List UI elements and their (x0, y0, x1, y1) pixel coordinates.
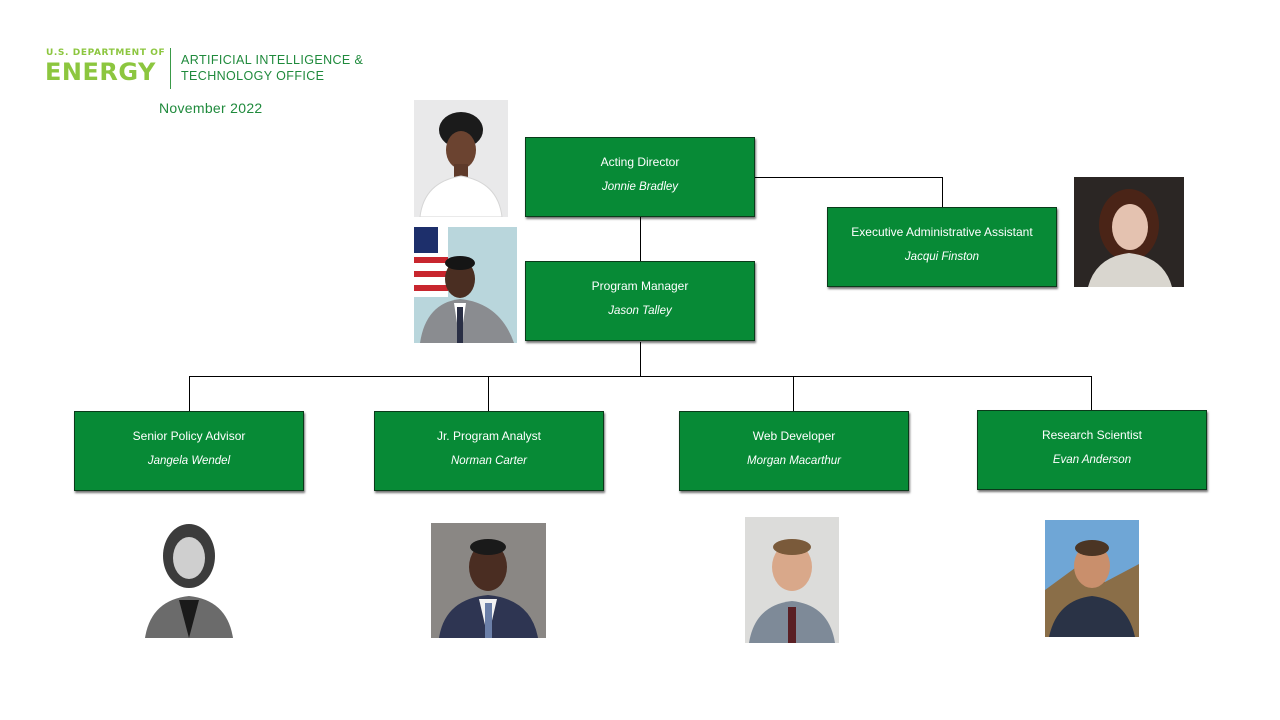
role-title: Web Developer (752, 429, 836, 443)
org-box-staff-1: Senior Policy Advisor Jangela Wendel (74, 411, 304, 491)
connector-staff-3 (793, 376, 794, 411)
portrait-photo-assistant (1074, 177, 1184, 287)
org-box-staff-3: Web Developer Morgan Macarthur (679, 411, 909, 491)
portrait-photo-staff-2 (431, 523, 546, 638)
connector-director-to-manager (640, 217, 641, 262)
chart-date: November 2022 (159, 100, 263, 116)
person-name: Evan Anderson (1052, 454, 1132, 466)
org-box-director: Acting Director Jonnie Bradley (525, 137, 755, 217)
org-box-staff-2: Jr. Program Analyst Norman Carter (374, 411, 604, 491)
person-name: Norman Carter (450, 455, 528, 467)
connector-manager-down (640, 342, 641, 377)
office-name-line1: ARTIFICIAL INTELLIGENCE & (181, 53, 364, 67)
role-title: Executive Administrative Assistant (851, 225, 1033, 239)
person-name: Morgan Macarthur (747, 455, 841, 467)
person-name: Jacqui Finston (904, 251, 980, 263)
role-title: Acting Director (600, 155, 680, 169)
connector-staff-4 (1091, 376, 1092, 410)
connector-staff-2 (488, 376, 489, 411)
connector-staff-1 (189, 376, 190, 411)
connector-director-to-assistant-h (755, 177, 943, 178)
role-title: Program Manager (591, 279, 689, 293)
logo-divider (170, 48, 171, 89)
portrait-photo-director (414, 100, 508, 217)
connector-staff-bus (189, 376, 1092, 377)
person-name: Jonnie Bradley (601, 181, 679, 193)
person-name: Jason Talley (608, 305, 672, 317)
portrait-photo-staff-1 (141, 514, 236, 638)
office-name-line2: TECHNOLOGY OFFICE (181, 69, 325, 83)
portrait-photo-staff-3 (745, 517, 839, 643)
org-box-staff-4: Research Scientist Evan Anderson (977, 410, 1207, 490)
org-box-assistant: Executive Administrative Assistant Jacqu… (827, 207, 1057, 287)
logo-energy-text: ENERGY (45, 58, 156, 86)
role-title: Jr. Program Analyst (436, 429, 542, 443)
person-name: Jangela Wendel (147, 455, 231, 467)
role-title: Research Scientist (1041, 428, 1143, 442)
portrait-photo-staff-4 (1045, 520, 1139, 637)
org-box-manager: Program Manager Jason Talley (525, 261, 755, 341)
logo-department-text: U.S. DEPARTMENT OF (46, 48, 166, 58)
office-name: ARTIFICIAL INTELLIGENCE & TECHNOLOGY OFF… (181, 52, 363, 84)
connector-director-to-assistant-v (942, 177, 943, 208)
portrait-photo-manager (414, 227, 517, 343)
role-title: Senior Policy Advisor (132, 429, 246, 443)
